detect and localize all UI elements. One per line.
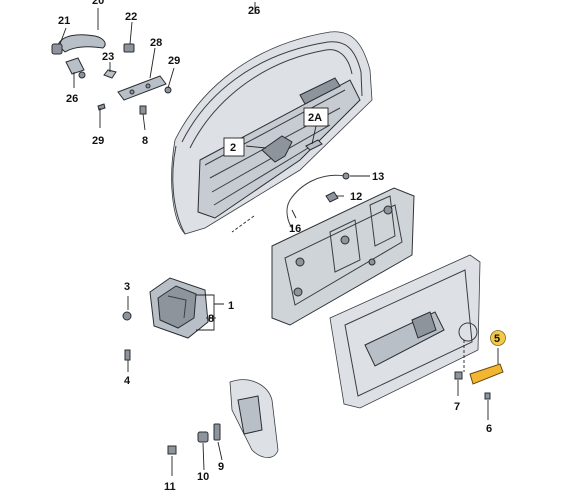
exterior-handle-parts: [51, 34, 172, 115]
callout-7: 7: [454, 401, 460, 413]
callout-13: 13: [372, 171, 384, 183]
interior-release-parts: [261, 135, 323, 163]
callout-6: 6: [486, 423, 492, 435]
door-shell: [171, 31, 373, 235]
door-trim-panel: [329, 254, 481, 409]
striker-area: [167, 379, 279, 458]
door-lock-assembly: [122, 277, 209, 361]
callout-5-badge: [490, 330, 506, 346]
callout-12: 12: [350, 191, 362, 203]
leader-lines: [59, 2, 499, 476]
callout-4: 4: [124, 375, 131, 387]
callout-3: 3: [124, 281, 130, 293]
callout-21: 21: [58, 15, 70, 27]
callout-26-top: 26: [248, 5, 260, 17]
callout-labels: 20 21 22 26 28 23 29 26 29 8 2 2A 13 12 …: [58, 0, 506, 493]
door-inner-panel: [271, 187, 415, 326]
part-5-component[interactable]: [469, 363, 504, 385]
callout-2: 2: [230, 142, 236, 154]
callout-22: 22: [125, 11, 137, 23]
callout-23: 23: [102, 51, 114, 63]
callout-26-left: 26: [66, 93, 78, 105]
callout-2-box: [223, 137, 245, 157]
callout-8-top: 8: [142, 135, 148, 147]
callout-5: 5: [494, 333, 500, 345]
callout-2a: 2A: [308, 112, 322, 124]
callout-29-left: 29: [92, 135, 104, 147]
callout-16: 16: [289, 223, 301, 235]
callout-8-lock: 8: [208, 313, 214, 325]
part-5-highlight: [454, 363, 504, 400]
callout-10: 10: [197, 471, 209, 483]
callout-9: 9: [218, 461, 224, 473]
callout-29-right: 29: [168, 55, 180, 67]
callout-20: 20: [92, 0, 104, 7]
callout-2a-box: [303, 107, 329, 127]
callout-11: 11: [164, 481, 176, 493]
callout-28: 28: [150, 37, 162, 49]
callout-1: 1: [228, 300, 234, 312]
cable-parts: [286, 172, 350, 229]
